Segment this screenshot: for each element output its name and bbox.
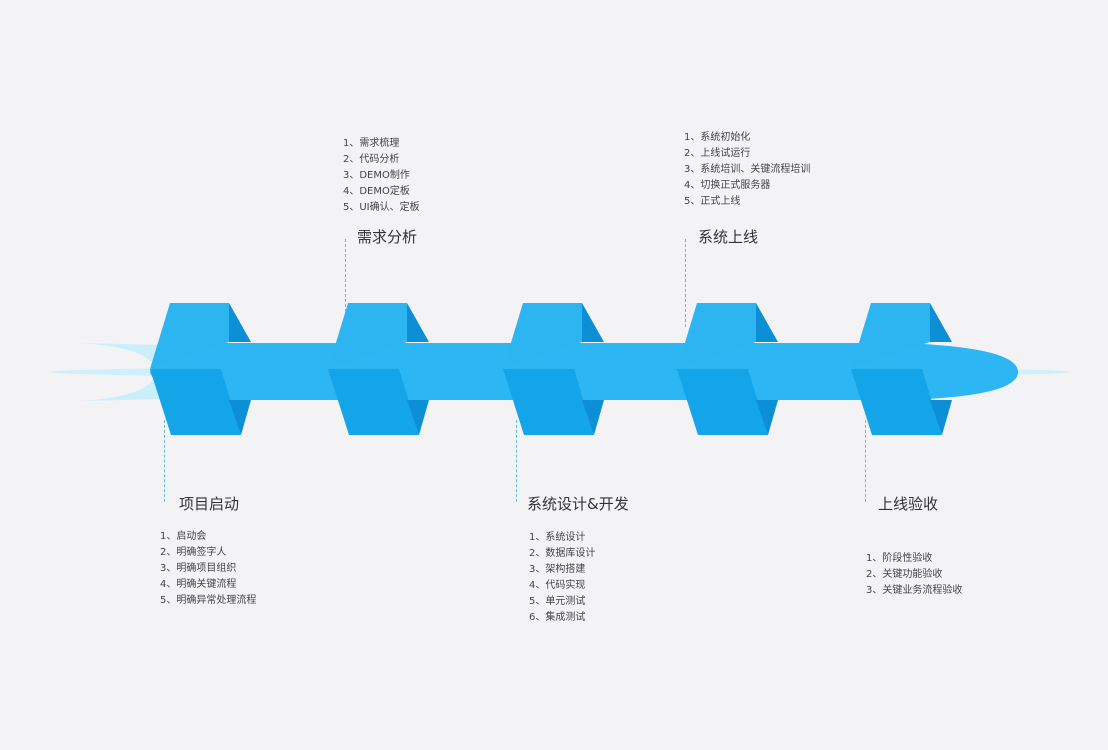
- stage-item-list-system-design-dev: 1、系统设计 2、数据库设计 3、架构搭建 4、代码实现 5、单元测试 6、集成测试: [529, 530, 595, 626]
- band-top-side: [756, 303, 778, 342]
- chevron-band-5: [851, 303, 952, 435]
- stage-list-item: 3、架构搭建: [529, 564, 586, 575]
- stage-connector-system-design-dev: [516, 420, 517, 502]
- stage-item-list-requirements-analysis: 1、需求梳理 2、代码分析 3、DEMO制作 4、DEMO定板 5、UI确认、定板: [343, 136, 420, 216]
- chevron-band-3: [503, 303, 604, 435]
- stage-list-item: 3、明确项目组织: [160, 563, 237, 574]
- stage-list-item: 4、代码实现: [529, 580, 586, 591]
- band-bottom-face: [677, 369, 768, 435]
- band-bottom-side: [582, 400, 604, 435]
- chevron-band-1: [150, 303, 251, 435]
- stage-list-item: 2、关键功能验收: [866, 569, 943, 580]
- stage-list-item: 5、UI确认、定板: [343, 202, 420, 213]
- stage-item-list-system-go-live: 1、系统初始化 2、上线试运行 3、系统培训、关键流程培训 4、切换正式服务器 5、正式…: [684, 130, 810, 210]
- stage-list-item: 2、数据库设计: [529, 548, 596, 559]
- band-bottom-side: [229, 400, 251, 435]
- stage-list-item: 6、集成测试: [529, 612, 586, 623]
- stage-title-system-design-dev: 系统设计&开发: [527, 495, 629, 513]
- stage-list-item: 4、明确关键流程: [160, 579, 237, 590]
- stage-title-requirements-analysis: 需求分析: [357, 228, 418, 246]
- band-bottom-face: [150, 369, 241, 435]
- stage-title-system-go-live: 系统上线: [698, 228, 759, 246]
- stage-list-item: 3、DEMO制作: [343, 170, 410, 181]
- stage-list-item: 1、启动会: [160, 531, 207, 542]
- stage-connector-requirements-analysis: [345, 239, 346, 312]
- band-top-face: [851, 303, 930, 369]
- band-top-face: [328, 303, 407, 369]
- stage-list-item: 3、系统培训、关键流程培训: [684, 164, 811, 175]
- stage-list-item: 1、阶段性验收: [866, 553, 933, 564]
- band-top-face: [677, 303, 756, 369]
- stage-list-item: 1、系统初始化: [684, 132, 751, 143]
- stage-list-item: 3、关键业务流程验收: [866, 585, 963, 596]
- stage-connector-go-live-acceptance: [865, 420, 866, 502]
- stage-list-item: 5、单元测试: [529, 596, 586, 607]
- band-top-side: [930, 303, 952, 342]
- band-top-face: [150, 303, 229, 369]
- stage-list-item: 2、上线试运行: [684, 148, 751, 159]
- stage-list-item: 2、明确签字人: [160, 547, 227, 558]
- band-bottom-face: [851, 369, 942, 435]
- band-top-face: [503, 303, 582, 369]
- stage-item-list-go-live-acceptance: 1、阶段性验收 2、关键功能验收 3、关键业务流程验收: [866, 551, 962, 599]
- stage-title-project-kickoff: 项目启动: [179, 495, 240, 513]
- band-bottom-face: [503, 369, 594, 435]
- band-bottom-side: [756, 400, 778, 435]
- stage-list-item: 4、切换正式服务器: [684, 180, 771, 191]
- stage-list-item: 5、明确异常处理流程: [160, 595, 257, 606]
- chevron-band-2: [328, 303, 429, 435]
- stage-connector-project-kickoff: [164, 420, 165, 502]
- stage-connector-system-go-live: [685, 239, 686, 327]
- stage-list-item: 1、系统设计: [529, 532, 586, 543]
- band-top-side: [229, 303, 251, 342]
- stage-title-go-live-acceptance: 上线验收: [878, 495, 939, 513]
- band-top-side: [582, 303, 604, 342]
- stage-list-item: 2、代码分析: [343, 154, 400, 165]
- stage-list-item: 4、DEMO定板: [343, 186, 410, 197]
- stage-item-list-project-kickoff: 1、启动会 2、明确签字人 3、明确项目组织 4、明确关键流程 5、明确异常处理流程: [160, 529, 256, 609]
- stage-list-item: 5、正式上线: [684, 196, 741, 207]
- band-bottom-side: [407, 400, 429, 435]
- band-top-side: [407, 303, 429, 342]
- chevron-band-4: [677, 303, 778, 435]
- stage-list-item: 1、需求梳理: [343, 138, 400, 149]
- band-bottom-side: [930, 400, 952, 435]
- band-bottom-face: [328, 369, 419, 435]
